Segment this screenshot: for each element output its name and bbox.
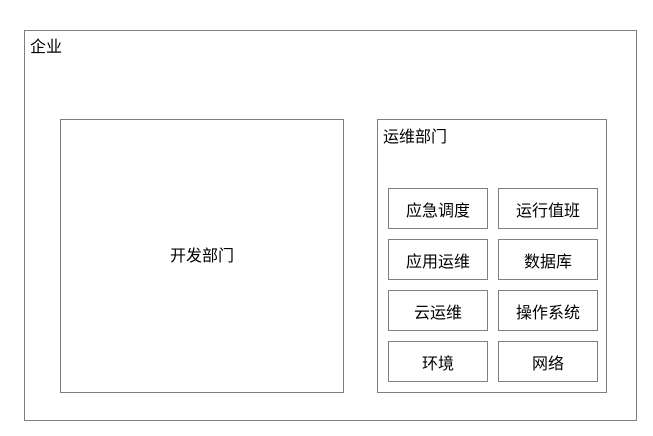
team-database: 数据库 bbox=[498, 239, 598, 280]
enterprise-label: 企业 bbox=[30, 37, 63, 56]
dev-department-box: 开发部门 bbox=[60, 119, 344, 393]
team-operating-system: 操作系统 bbox=[498, 290, 598, 331]
ops-department-label: 运维部门 bbox=[383, 127, 448, 146]
team-environment: 环境 bbox=[388, 341, 488, 382]
team-application-ops: 应用运维 bbox=[388, 239, 488, 280]
ops-department-box: 运维部门 应急调度 运行值班 应用运维 数据库 云运维 操作系统 环境 网络 bbox=[377, 119, 607, 393]
team-cloud-ops: 云运维 bbox=[388, 290, 488, 331]
dev-department-label: 开发部门 bbox=[169, 246, 234, 265]
team-emergency-dispatch: 应急调度 bbox=[388, 188, 488, 229]
team-network: 网络 bbox=[498, 341, 598, 382]
team-operations-duty: 运行值班 bbox=[498, 188, 598, 229]
